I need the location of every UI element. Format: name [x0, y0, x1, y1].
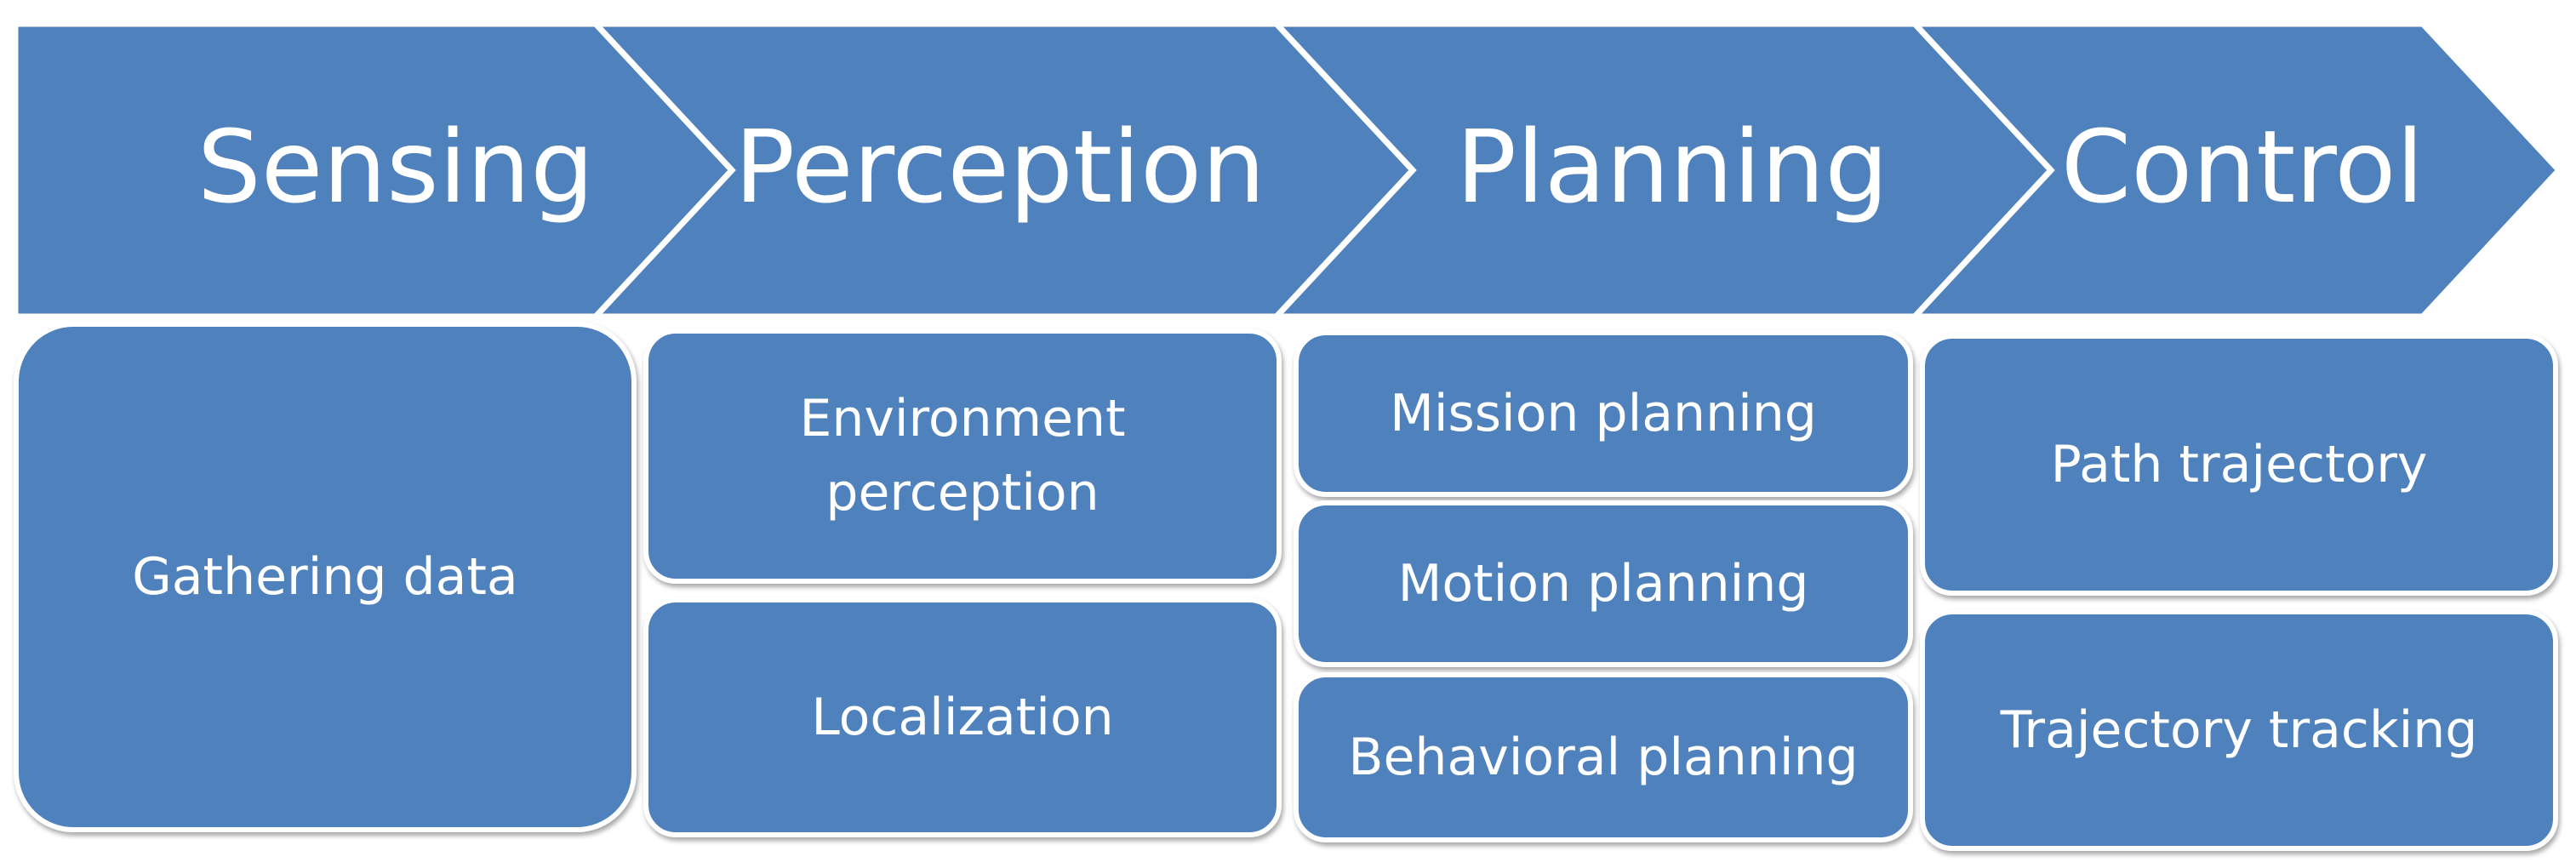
item-label: Localization — [811, 687, 1114, 747]
item-environment-perception: Environment perception — [643, 328, 1282, 584]
item-label: Gathering data — [132, 546, 518, 607]
item-label: Behavioral planning — [1348, 727, 1859, 787]
item-trajectory-tracking: Trajectory tracking — [1920, 609, 2558, 851]
item-label: Mission planning — [1390, 383, 1817, 443]
item-mission-planning: Mission planning — [1294, 330, 1913, 497]
stage-title-control: Control — [2061, 108, 2425, 226]
item-localization: Localization — [643, 597, 1282, 837]
stage-title-planning: Planning — [1456, 108, 1888, 226]
item-label: Motion planning — [1397, 553, 1809, 614]
stage-title-perception: Perception — [734, 108, 1265, 226]
chevron-perception: Perception — [588, 20, 1417, 320]
item-path-trajectory: Path trajectory — [1920, 334, 2558, 596]
stage-title-sensing: Sensing — [197, 108, 594, 226]
item-label: Trajectory tracking — [2000, 700, 2478, 760]
chevron-shape-control — [1907, 20, 2563, 320]
item-behavioral-planning: Behavioral planning — [1294, 672, 1913, 842]
chevron-control: Control — [1907, 20, 2563, 320]
item-gathering-data: Gathering data — [14, 322, 637, 832]
item-label: Path trajectory — [2050, 434, 2428, 494]
item-motion-planning: Motion planning — [1294, 500, 1913, 667]
chevron-sensing: Sensing — [12, 20, 736, 320]
item-label: Environment perception — [799, 389, 1126, 523]
